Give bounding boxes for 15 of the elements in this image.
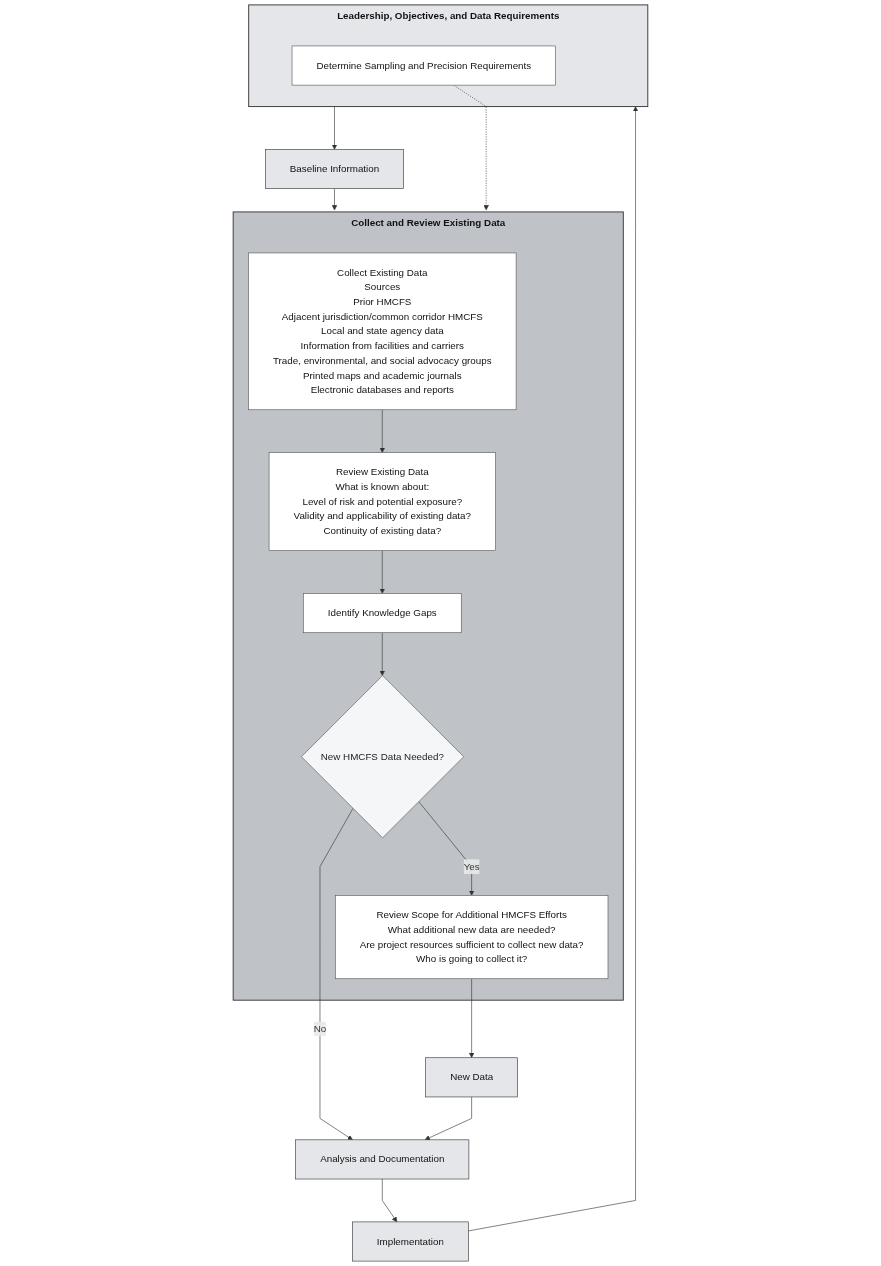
edge-label: Yes (463, 861, 480, 872)
node-diamond (301, 675, 465, 839)
node-box (265, 149, 404, 189)
cluster (232, 211, 624, 1001)
node-box (303, 593, 462, 633)
node-box (268, 452, 496, 551)
edge-label: No (313, 1023, 327, 1034)
node-box (425, 1057, 518, 1098)
node-box (291, 45, 556, 86)
node-box (248, 252, 517, 411)
node-box (352, 1221, 469, 1262)
node-box (335, 895, 609, 980)
node-box (295, 1139, 470, 1180)
cluster (248, 4, 649, 108)
flowchart-drawing: Leadership, Objectives, and Data Requirements Determine Sampling and Precision Requirements Baseline Information Collect and Review Existing Data Collect Existing Data Sources Prior HMCFS Adjacent jurisdiction/common corridor HMCFS Local and state agency data Information from facilities and carriers Trade, environmental, and social advocacy groups Printed maps and academic journals Electronic databases and reports Review Existing Data What is known about: Level of risk and potential exposure? Validity and applicability of existing data? Continuity of existing data? Identify Knowledge Gaps New HMCFS Data Needed? Yes Review Scope for Additional HMCFS Efforts What additional new data are needed? Are project resources sufficient to collect new data? Who is going to collect it? No New Data Analysis and Documentation Implementation (94, 0, 787, 1266)
